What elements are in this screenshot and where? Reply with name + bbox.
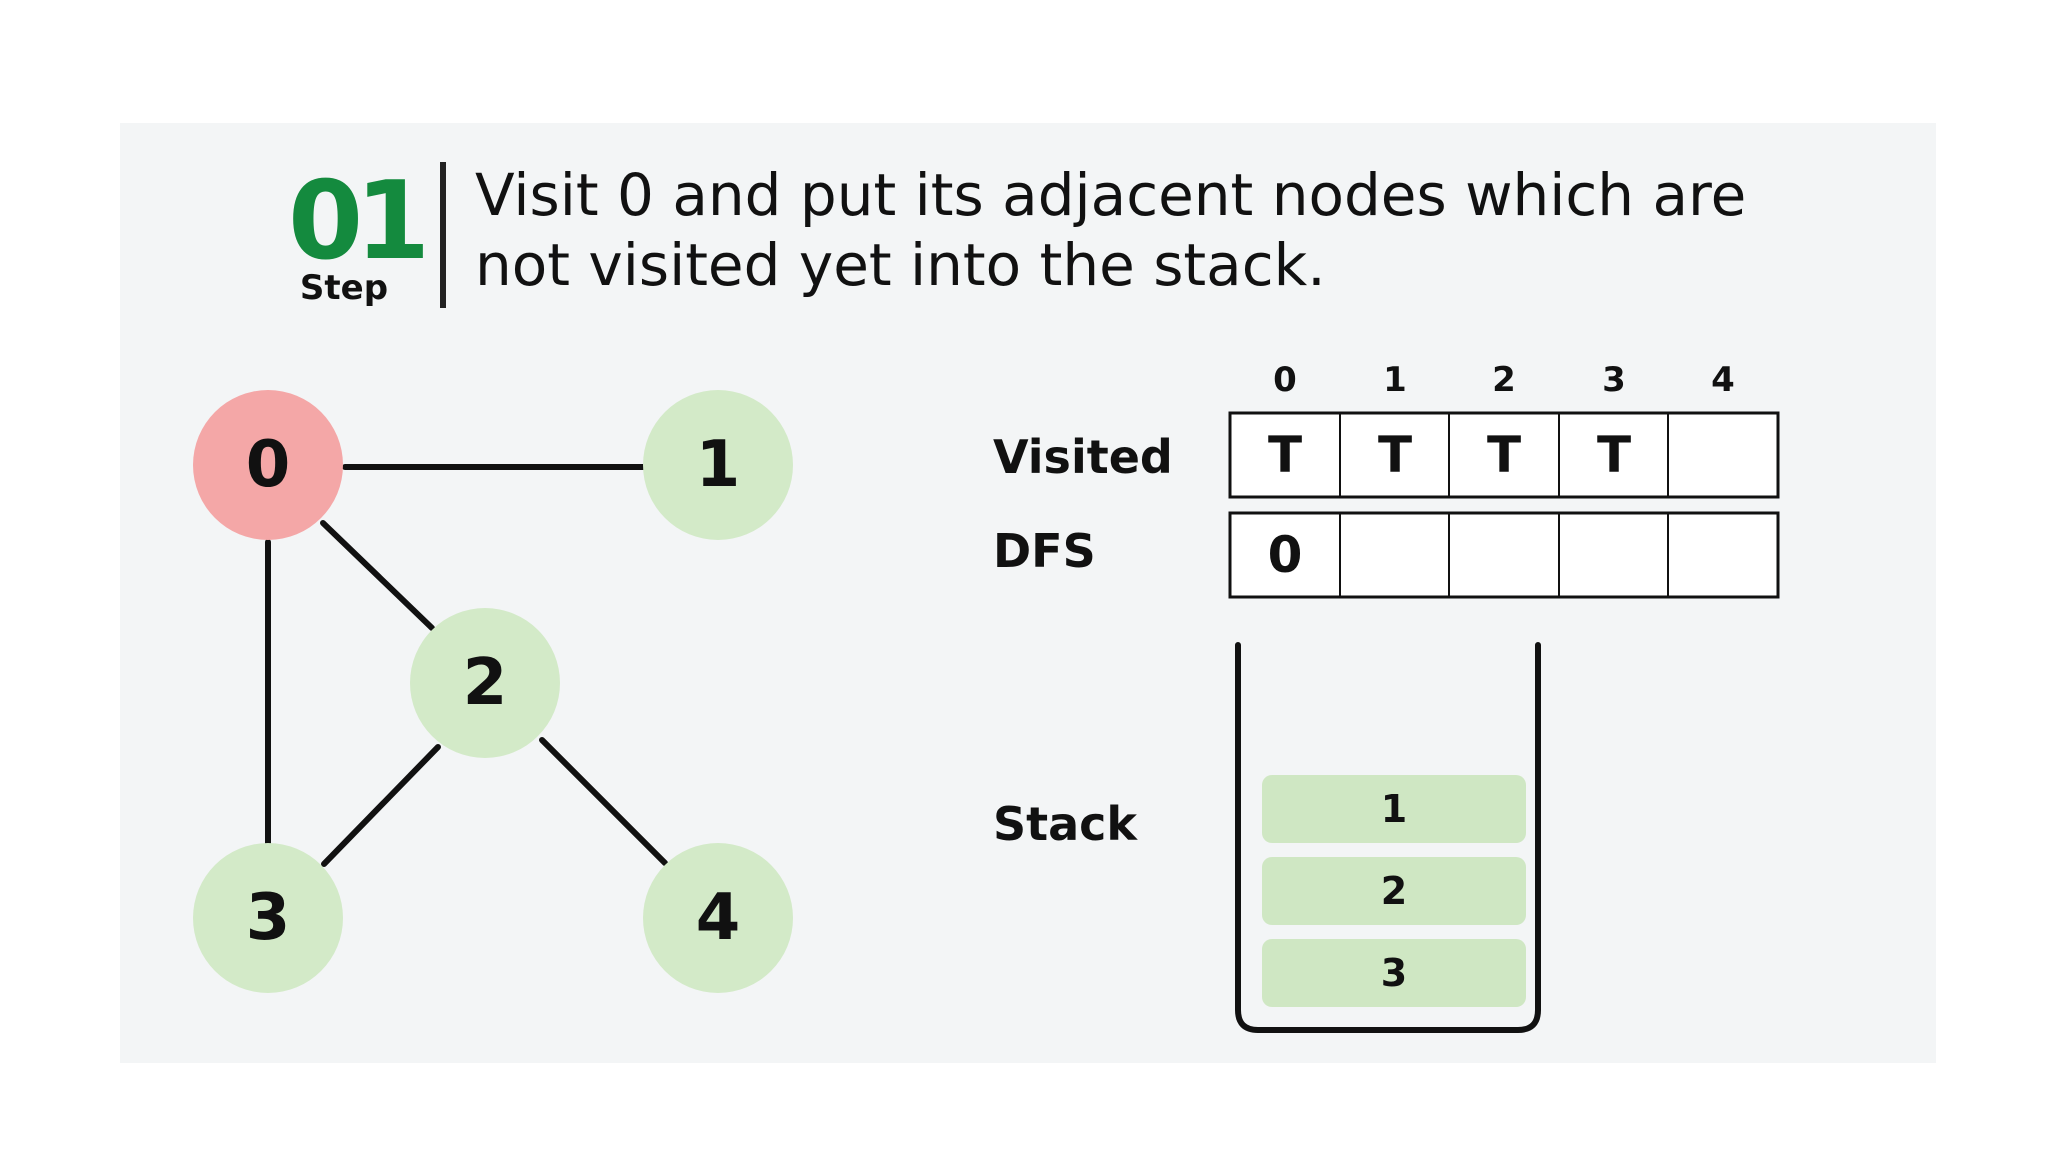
node-0-label: 0 — [245, 428, 291, 502]
graph-edges — [265, 464, 668, 867]
index-header-0: 0 — [1273, 360, 1297, 400]
header-divider — [440, 162, 446, 308]
dfs-cell-0: 0 — [1267, 526, 1303, 584]
stack-item-top: 1 — [1262, 775, 1526, 843]
stack-item-bottom: 3 — [1262, 939, 1526, 1007]
visited-cell-1: T — [1377, 426, 1413, 484]
index-header-1: 1 — [1383, 360, 1407, 400]
stack-label: Stack — [993, 797, 1138, 851]
graph-nodes — [193, 390, 793, 993]
visited-cell-4 — [1668, 413, 1778, 497]
dfs-cell-1 — [1340, 513, 1450, 597]
step-description-line-2: not visited yet into the stack. — [475, 231, 1326, 299]
visited-row-box — [1228, 411, 1780, 499]
step-label: Step — [299, 268, 389, 308]
visited-label: Visited — [993, 430, 1173, 484]
column-dividers — [1339, 413, 1669, 597]
step-description: Visit 0 and put its adjacent nodes which… — [475, 160, 1875, 300]
node-4-circle — [643, 843, 793, 993]
dfs-cell-2 — [1449, 513, 1559, 597]
step-description-line-1: Visit 0 and put its adjacent nodes which… — [475, 161, 1747, 229]
node-2-label: 2 — [462, 646, 508, 720]
node-1-label: 1 — [695, 428, 741, 502]
stack-item-middle: 2 — [1262, 857, 1526, 925]
index-header-2: 2 — [1492, 360, 1516, 400]
edge-2-4 — [539, 737, 668, 866]
visited-cell-3: T — [1596, 426, 1632, 484]
edge-0-2 — [320, 520, 435, 631]
index-header-4: 4 — [1711, 360, 1735, 400]
node-3-circle — [193, 843, 343, 993]
node-2-circle — [410, 608, 560, 758]
stack-container — [1235, 642, 1541, 1033]
node-3-label: 3 — [245, 881, 291, 955]
visited-cell-0: T — [1267, 426, 1303, 484]
visited-cell-2: T — [1486, 426, 1522, 484]
node-4-label: 4 — [695, 881, 741, 955]
dfs-label: DFS — [993, 524, 1096, 578]
dfs-cell-3 — [1559, 513, 1669, 597]
array-grid — [1228, 411, 1780, 599]
edge-2-3 — [321, 744, 441, 867]
index-header-3: 3 — [1602, 360, 1626, 400]
node-0-circle — [193, 390, 343, 540]
node-1-circle — [643, 390, 793, 540]
dfs-row-box — [1228, 511, 1780, 599]
dfs-cell-4 — [1668, 513, 1778, 597]
